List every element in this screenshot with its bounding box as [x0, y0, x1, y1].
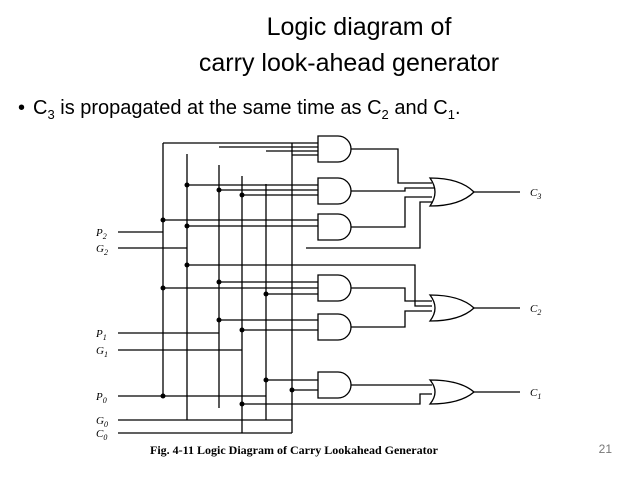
and-gate [317, 177, 352, 205]
c1-subscript: 1 [447, 107, 455, 122]
bullet-icon: • [18, 97, 26, 119]
c2-subscript: 2 [381, 107, 389, 122]
and-gate [317, 371, 352, 399]
input-label-p1: P1 [95, 328, 107, 342]
input-label-g2: G2 [96, 243, 108, 257]
or-gate [428, 294, 475, 322]
and-gate [317, 213, 352, 241]
output-label-c3: C3 [530, 187, 541, 201]
bullet-point: • C3 is propagated at the same time as C2… [18, 95, 461, 128]
and-gate [317, 274, 352, 302]
c3-label: C3 [33, 97, 55, 122]
page-number: 21 [598, 442, 612, 456]
title-line-1: Logic diagram of [266, 13, 452, 41]
and-gate [317, 313, 352, 341]
input-label-p0: P0 [95, 391, 107, 405]
input-label-p2: P2 [95, 227, 107, 241]
title-line-2: carry look-ahead generator [198, 49, 500, 77]
bullet-text-2: and C [388, 97, 448, 119]
input-label-c0: C0 [96, 428, 107, 442]
bullet-text-1: is propagated at the same time as C [54, 97, 382, 119]
and-gate [317, 135, 352, 163]
bullet-text-3: . [454, 97, 461, 119]
input-label-g1: G1 [96, 345, 108, 359]
output-label-c2: C2 [530, 303, 541, 317]
figure-caption: Fig. 4-11 Logic Diagram of Carry Lookahe… [150, 443, 439, 457]
input-label-g0: G0 [96, 415, 108, 429]
output-label-c1: C1 [530, 387, 541, 401]
or-gate [428, 379, 475, 405]
or-gate [428, 177, 475, 207]
